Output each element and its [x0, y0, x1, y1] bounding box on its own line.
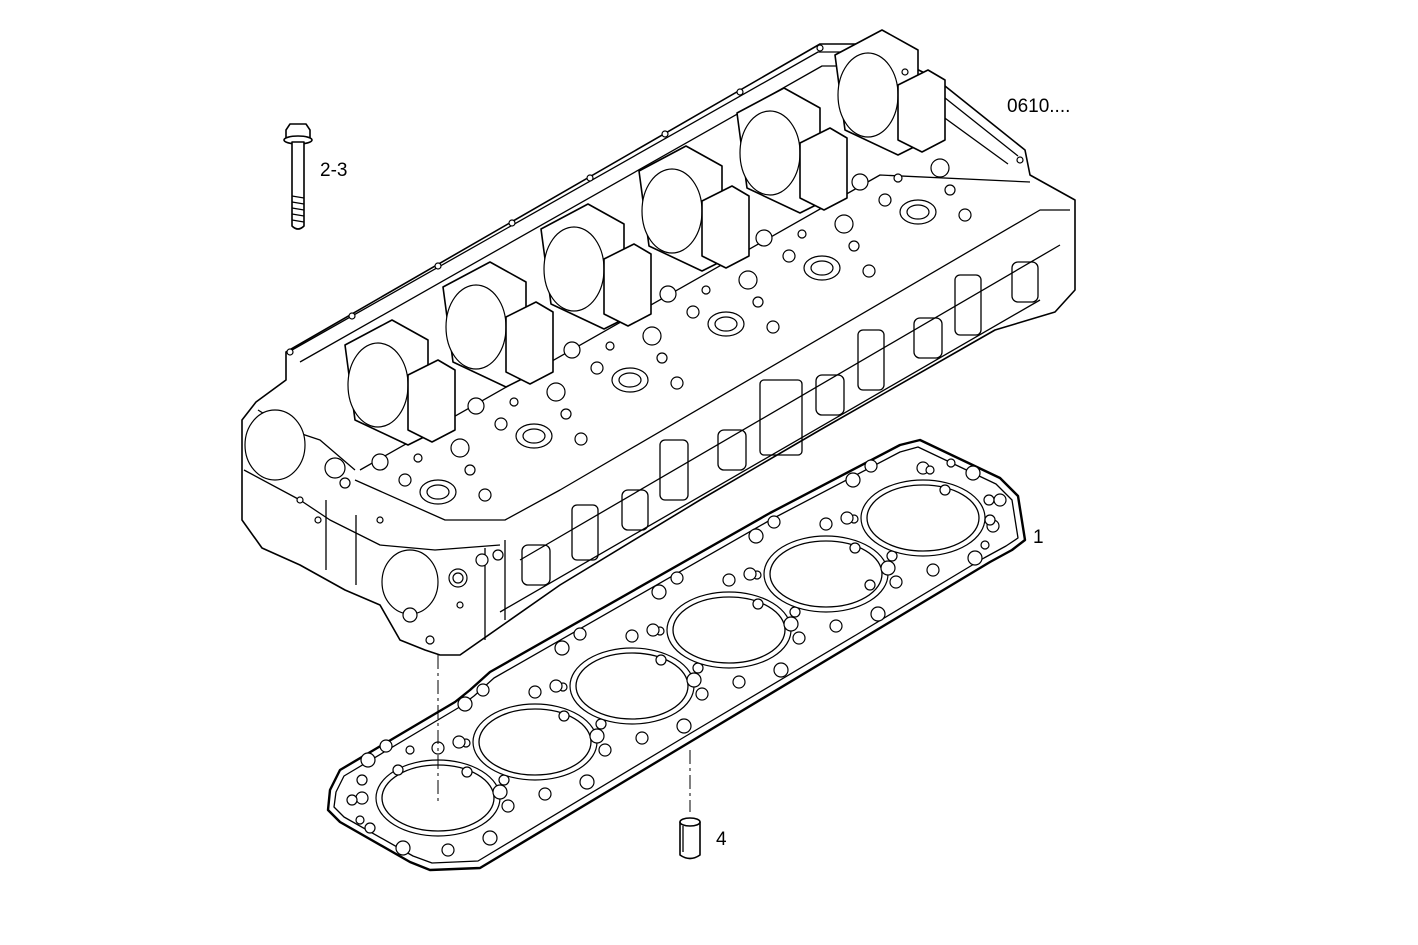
gasket-bolt-hole [538, 787, 552, 801]
gasket-bolt-hole [492, 784, 508, 800]
gasket-small-hole [405, 745, 415, 755]
gasket-bore-ring [672, 596, 786, 664]
gasket-bolt-hole [965, 465, 981, 481]
gasket-bolt-hole [743, 567, 757, 581]
gasket-cylinder-bore [569, 647, 695, 725]
gasket-bolt-hole [783, 616, 799, 632]
gasket-bolt-hole [655, 654, 667, 666]
gasket-bore-ring [769, 540, 883, 608]
gasket-bolt-hole [773, 662, 789, 678]
callout-dowel: 4 [716, 829, 727, 850]
gasket-bolt-hole [819, 517, 833, 531]
gasket-bolt-hole [554, 640, 570, 656]
dowel-sleeve-icon [679, 817, 701, 860]
gasket-bolt-hole [482, 830, 498, 846]
gasket-bolt-hole [752, 598, 764, 610]
gasket-bolt-hole [880, 560, 896, 576]
gasket-bolt-hole [461, 766, 473, 778]
gasket-small-hole [984, 514, 996, 526]
gasket-bore-ring [478, 708, 592, 776]
gasket-small-hole [356, 774, 368, 786]
gasket-bolt-hole [379, 739, 393, 753]
gasket-bolt-hole [360, 752, 376, 768]
gasket-bolt-hole [946, 458, 956, 468]
flange-bolt-icon [283, 123, 313, 230]
gasket-bolt-hole [732, 675, 746, 689]
gasket-bolt-hole [651, 584, 667, 600]
gasket-bolt-hole [686, 672, 702, 688]
gasket-bolt-hole [695, 687, 709, 701]
front-face [244, 409, 504, 645]
gasket-bolt-hole [849, 542, 861, 554]
gasket-small-hole [355, 815, 365, 825]
gasket-bolt-hole [983, 494, 995, 506]
gasket-bolt-hole [845, 472, 861, 488]
gasket-bolt-hole [598, 743, 612, 757]
gasket-bolt-hole [457, 696, 473, 712]
gasket-bolt-hole [441, 843, 455, 857]
gasket-bolt-hole [840, 511, 854, 525]
gasket-bolt-hole [722, 573, 736, 587]
gasket-cylinder-bore [763, 535, 889, 613]
gasket-small-hole [925, 465, 935, 475]
gasket-small-hole [392, 764, 404, 776]
gasket-bolt-hole [864, 459, 878, 473]
cylinder-head-icon [241, 29, 1076, 656]
gasket-small-hole [993, 493, 1007, 507]
gasket-bolt-hole [395, 840, 411, 856]
gasket-bolt-hole [364, 822, 376, 834]
gasket-bore-ring [575, 652, 689, 720]
gasket-bolt-hole [767, 515, 781, 529]
gasket-bolt-hole [501, 799, 515, 813]
bearing-towers [344, 29, 946, 446]
callout-bolt: 2-3 [320, 160, 348, 181]
gasket-bolt-hole [528, 685, 542, 699]
gasket-small-hole [980, 540, 990, 550]
gasket-bolt-hole [579, 774, 595, 790]
rail-bolts [286, 44, 1024, 356]
gasket-bolt-hole [476, 683, 490, 697]
gasket-bolt-hole [926, 563, 940, 577]
gasket-bore-ring [866, 484, 980, 552]
callout-gasket: 1 [1033, 527, 1044, 548]
gasket-cylinder-bore [860, 479, 986, 557]
gasket-small-hole [346, 794, 358, 806]
gasket-cylinder-bore [472, 703, 598, 781]
gasket-bolt-hole [676, 718, 692, 734]
head-gasket-icon [326, 438, 1027, 872]
gasket-bolt-hole [829, 619, 843, 633]
injector-bores [371, 158, 972, 505]
gasket-cylinder-bore [666, 591, 792, 669]
gasket-bolt-hole [635, 731, 649, 745]
drawing-code-label: 0610.... [1007, 96, 1071, 117]
gasket-bolt-hole [646, 623, 660, 637]
gasket-bolt-hole [967, 550, 983, 566]
gasket-bolt-hole [573, 627, 587, 641]
gasket-bolt-hole [625, 629, 639, 643]
gasket-small-hole [864, 579, 876, 591]
assembly-centerlines [437, 655, 691, 812]
gasket-bolt-hole [670, 571, 684, 585]
gasket-bolt-hole [452, 735, 466, 749]
gasket-bolt-hole [558, 710, 570, 722]
gasket-small-hole [939, 484, 951, 496]
gasket-bolt-hole [889, 575, 903, 589]
gasket-bolt-hole [355, 791, 369, 805]
gasket-bolt-hole [589, 728, 605, 744]
gasket-bolt-hole [748, 528, 764, 544]
side-ports [521, 261, 1039, 586]
gasket-bolt-hole [549, 679, 563, 693]
gasket-bolt-hole [870, 606, 886, 622]
gasket-bolt-hole [792, 631, 806, 645]
